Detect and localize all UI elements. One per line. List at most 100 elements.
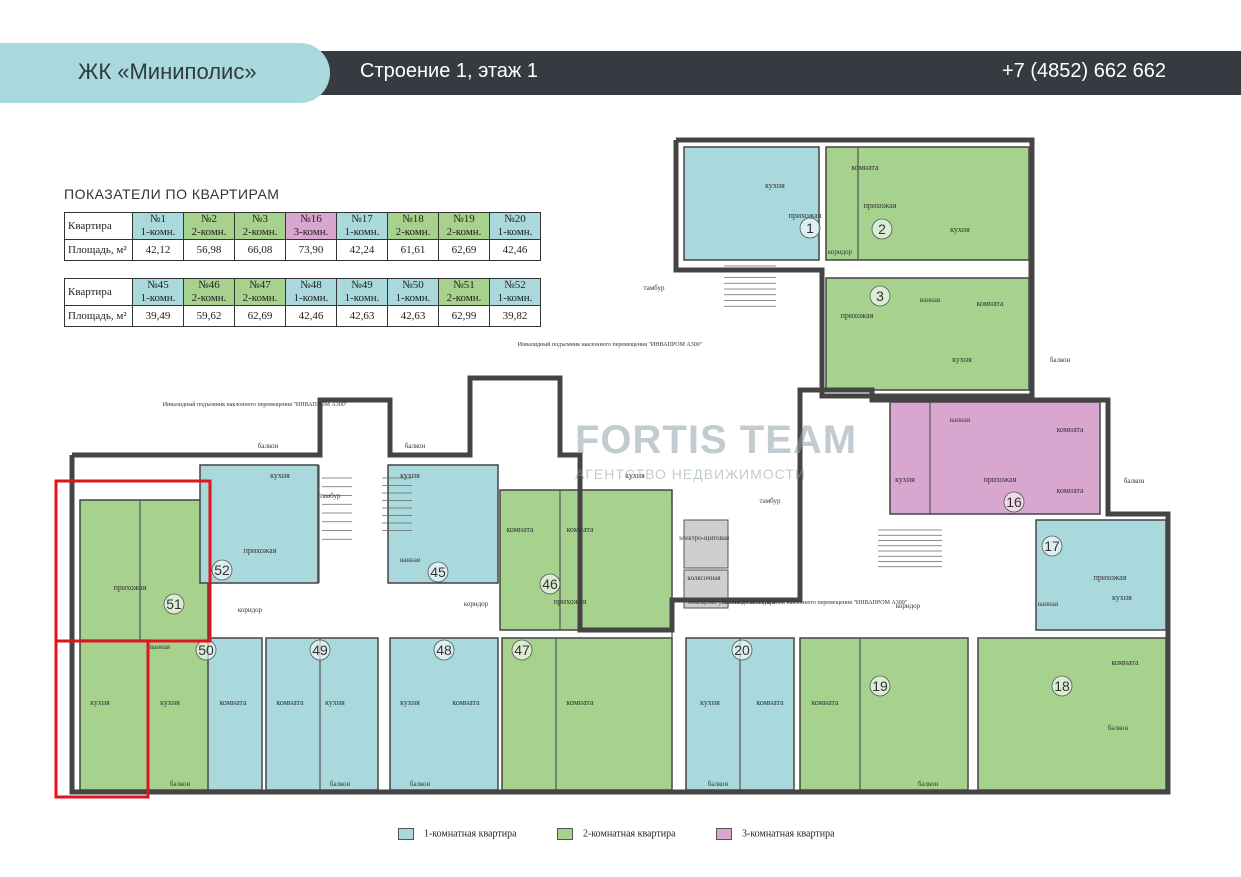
room-label-balkon: балкон: [170, 780, 191, 788]
apartment-number: 19: [872, 678, 888, 694]
room-label-prikhozhaya: прихожая: [244, 546, 277, 555]
apartment-number: 18: [1054, 678, 1070, 694]
room-label-vannaya: ванная: [950, 416, 971, 424]
room-label-vannaya: ванная: [920, 296, 941, 304]
apartment-marker: [799, 217, 821, 239]
apartment-number: 50: [198, 642, 214, 658]
watermark-sub: АГЕНТСТВО НЕДВИЖИМОСТИ: [575, 466, 806, 482]
room-label-komnata: комната: [506, 525, 534, 534]
room-label-balkon: балкон: [708, 780, 729, 788]
legend-three-room: 3-комнатная квартира: [716, 828, 835, 840]
area-cell: 42,12: [132, 239, 184, 261]
room-label-kukhnya: кухня: [765, 181, 785, 190]
apartment-number: 2: [878, 221, 886, 237]
apartment-number: 20: [734, 642, 750, 658]
apartment-number: 49: [312, 642, 328, 658]
legend-swatch: [716, 828, 732, 840]
room-label-koridor: коридор: [464, 600, 489, 608]
room-label-koridor: коридор: [238, 606, 263, 614]
apartment-marker: [511, 639, 533, 661]
room-label-komnata: комната: [756, 698, 784, 707]
apartment-18[interactable]: [977, 637, 1167, 791]
room-label-balkon: балкон: [1124, 477, 1145, 485]
legend-label: 2-комнатная квартира: [583, 828, 676, 840]
apartment-marker: [163, 593, 185, 615]
room-label-komnata: комната: [276, 698, 304, 707]
room-label-prikhozhaya: прихожая: [789, 211, 822, 220]
area-cell: 73,90: [285, 239, 337, 261]
apartment-marker: [433, 639, 455, 661]
apartment-16[interactable]: [889, 401, 1101, 515]
complex-name: ЖК «Миниполис»: [78, 59, 257, 84]
apartment-number: 1: [806, 220, 814, 236]
lift-note: Инвалидный подъемник наклонного перемеще…: [518, 341, 703, 348]
legend-swatch: [398, 828, 414, 840]
room-label-elshch: электро-щитовая: [679, 534, 730, 542]
area-cell: 62,99: [438, 305, 490, 327]
apartment-number: 52: [214, 562, 230, 578]
room-label-komnata: комната: [976, 299, 1004, 308]
legend-label: 1-комнатная квартира: [424, 828, 517, 840]
area-cell: 39,82: [489, 305, 541, 327]
room-label-kukhnya: кухня: [400, 471, 420, 480]
room-label-komnata: комната: [1056, 486, 1084, 495]
phone-number[interactable]: +7 (4852) 662 662: [1001, 60, 1166, 82]
apartment-number: 46: [542, 576, 558, 592]
apartment-19[interactable]: [799, 637, 969, 791]
area-cell: 42,46: [489, 239, 541, 261]
room-label-komnata: комната: [1111, 658, 1139, 667]
room-label-prikhozhaya: прихожая: [554, 597, 587, 606]
apartment-3[interactable]: [825, 277, 1030, 391]
room-label-kukhnya: кухня: [700, 698, 720, 707]
room-label-balkon: балкон: [405, 442, 426, 450]
area-cell: 39,49: [132, 305, 184, 327]
apartment-marker: [1051, 675, 1073, 697]
legend-swatch: [557, 828, 573, 840]
apartment-number: 45: [430, 564, 446, 580]
room-label-komnata: комната: [219, 698, 247, 707]
area-cell: 66,08: [234, 239, 286, 261]
room-label-kukhnya: кухня: [90, 698, 110, 707]
room-label-kukhnya: кухня: [1112, 593, 1132, 602]
apartment-marker: [539, 573, 561, 595]
apartment-46[interactable]: [499, 489, 673, 631]
room-label-komnata: комната: [566, 698, 594, 707]
apartment-marker: [871, 218, 893, 240]
apartment-marker: [309, 639, 331, 661]
room-label-komnata: комната: [851, 163, 879, 172]
room-label-kolyas: колясочная: [687, 574, 721, 582]
apartment-47[interactable]: [501, 637, 673, 791]
row-label-area: Площадь, м²: [64, 239, 133, 261]
room-label-komnata: комната: [452, 698, 480, 707]
room-label-prikhozhaya: прихожая: [984, 475, 1017, 484]
apartment-48[interactable]: [389, 637, 499, 791]
apartment-marker: [731, 639, 753, 661]
apartment-51[interactable]: [79, 499, 209, 791]
row-label-area: Площадь, м²: [64, 305, 133, 327]
apartment-2[interactable]: [825, 146, 1030, 261]
area-cell: 59,62: [183, 305, 235, 327]
apartment-marker: [1003, 491, 1025, 513]
apartment-1[interactable]: [683, 146, 820, 261]
lift-note: Инвалидный подъемник наклонного перемеще…: [723, 599, 908, 606]
apartment-marker: [869, 285, 891, 307]
cleaning-room-label: помещение уборочного инвентаря: [688, 599, 776, 606]
apartment-marker: [427, 561, 449, 583]
room-label-kukhnya: кухня: [625, 471, 645, 480]
apartment-49[interactable]: [265, 637, 379, 791]
room-label-kukhnya: кухня: [400, 698, 420, 707]
apartment-number: 17: [1044, 538, 1060, 554]
room-label-balkon: балкон: [258, 442, 279, 450]
room-label-balkon: балкон: [1050, 356, 1071, 364]
lift-note: Инвалидный подъемник наклонного перемеще…: [163, 401, 348, 408]
room-label-koridor: коридор: [896, 602, 921, 610]
area-cell: 62,69: [438, 239, 490, 261]
